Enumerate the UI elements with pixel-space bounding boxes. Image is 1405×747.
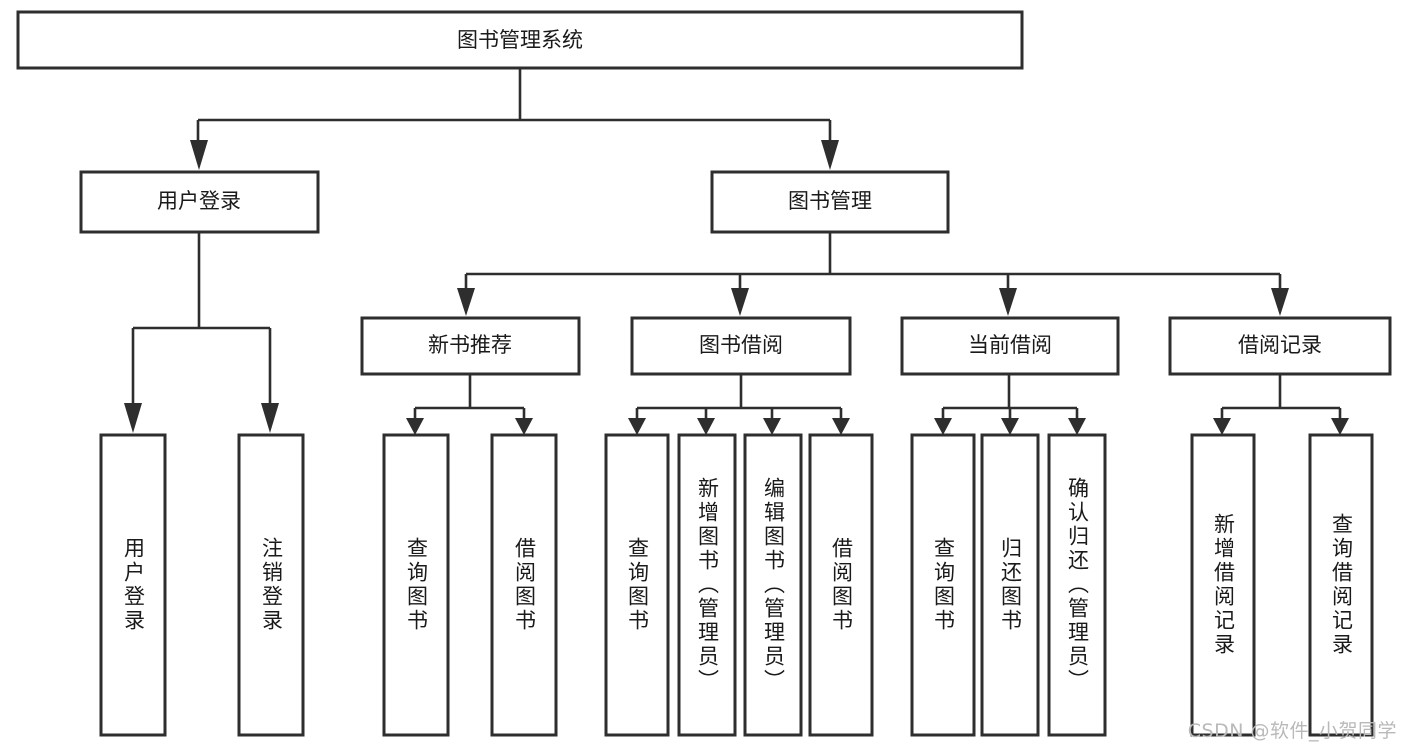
node-borrow-record-label: 借阅记录	[1238, 333, 1322, 357]
arrowhead-to-bookmgmt	[821, 140, 839, 170]
leaf-query-book-2[interactable]	[604, 433, 670, 737]
arrowhead-userlogin-leaf-2	[261, 403, 279, 433]
node-book-management-label: 图书管理	[788, 189, 872, 213]
leaf-borrow-book-1[interactable]	[490, 433, 558, 737]
arrowhead-borrowrecord-leaf-2	[1331, 418, 1349, 435]
node-current-borrow-label: 当前借阅	[968, 333, 1052, 357]
watermark-text: CSDN @软件_小贺同学	[1187, 720, 1397, 742]
arrowhead-borrowrecord-leaf-1	[1213, 418, 1231, 435]
arrowheads-group	[124, 140, 1349, 435]
arrowhead-to-currentborrow	[999, 288, 1017, 316]
leaf-user-logout[interactable]	[237, 433, 305, 737]
root-node-label: 图书管理系统	[457, 28, 583, 52]
arrowhead-currentborrow-leaf-2	[1001, 418, 1019, 435]
leaf-query-book-3[interactable]	[910, 433, 976, 737]
leaf-add-borrow-record[interactable]	[1190, 433, 1256, 737]
arrowhead-to-bookborrow	[731, 288, 749, 316]
arrowhead-to-newbook	[457, 288, 475, 316]
arrowhead-newbook-leaf-1	[406, 418, 424, 435]
node-borrow-record[interactable]	[1168, 316, 1392, 376]
node-user-login-label: 用户登录	[157, 189, 241, 213]
node-user-login[interactable]	[79, 170, 320, 234]
connectors-group	[131, 68, 1342, 418]
leaf-confirm-return-admin[interactable]	[1047, 433, 1107, 737]
leaf-add-book-admin[interactable]	[677, 433, 737, 737]
leaf-return-book[interactable]	[980, 433, 1040, 737]
arrowhead-to-userlogin	[190, 140, 208, 170]
node-book-management[interactable]	[710, 170, 950, 234]
arrowhead-currentborrow-leaf-1	[934, 418, 952, 435]
leaf-user-login[interactable]	[99, 433, 167, 737]
node-book-borrow-label: 图书借阅	[699, 333, 783, 357]
leaf-borrow-book-2[interactable]	[808, 433, 874, 737]
node-new-book-recommend[interactable]	[360, 316, 581, 376]
arrowhead-bookborrow-leaf-2	[697, 418, 715, 435]
node-current-borrow[interactable]	[900, 316, 1120, 376]
node-book-borrow[interactable]	[630, 316, 852, 376]
node-new-book-recommend-label: 新书推荐	[428, 333, 512, 357]
arrowhead-to-borrowrecord	[1271, 288, 1289, 316]
arrowhead-newbook-leaf-2	[515, 418, 533, 435]
leaf-edit-book-admin[interactable]	[743, 433, 803, 737]
root-node[interactable]	[16, 10, 1024, 70]
leaf-query-borrow-record[interactable]	[1308, 433, 1374, 737]
nodes-group: 图书管理系统 用户登录 图书管理 新书推荐 图书借阅 当前借阅 借阅记录	[16, 10, 1392, 737]
arrowhead-bookborrow-leaf-4	[832, 418, 850, 435]
arrowhead-bookborrow-leaf-3	[763, 418, 781, 435]
arrowhead-userlogin-leaf-1	[124, 403, 142, 433]
arrowhead-bookborrow-leaf-1	[628, 418, 646, 435]
leaf-query-book-1[interactable]	[382, 433, 450, 737]
arrowhead-currentborrow-leaf-3	[1068, 418, 1086, 435]
